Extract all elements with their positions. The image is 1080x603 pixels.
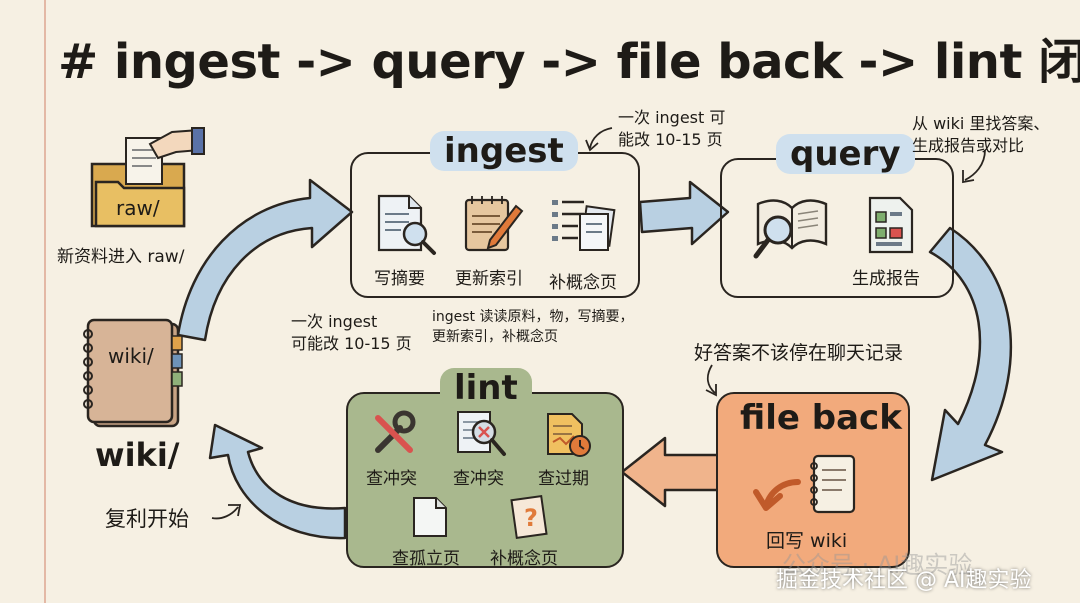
wiki-note: 复利开始 — [105, 507, 189, 531]
ingest-item-label-3: 补概念页 — [549, 273, 617, 293]
lint-item-label-4: 查孤立页 — [392, 549, 460, 569]
lint-item-label-5: 补概念页 — [490, 549, 558, 569]
fileback-title: file back — [740, 398, 902, 438]
query-item-label-2: 生成报告 — [852, 269, 920, 289]
arrow-ingest-to-query — [638, 180, 730, 246]
tools-icon — [370, 410, 418, 458]
lint-title: lint — [440, 368, 532, 408]
notebook-margin-line — [44, 0, 46, 603]
arrow-fileback-to-lint — [620, 436, 722, 508]
ingest-note-left-1: 一次 ingest — [291, 312, 378, 331]
report-icon — [866, 194, 918, 256]
doc-magnifier-icon — [454, 408, 510, 460]
svg-text:?: ? — [524, 504, 538, 532]
ingest-item-label-2: 更新索引 — [455, 269, 523, 289]
doc-search-icon — [373, 192, 439, 256]
note-arrow-fileback — [705, 364, 717, 397]
note-arrow-query — [962, 149, 986, 184]
arrow-lint-to-wiki — [208, 423, 347, 540]
page-title: # ingest -> query -> file back -> lint 闭… — [58, 34, 1080, 90]
book-magnifier-icon — [752, 194, 832, 262]
ingest-item-label-1: 写摘要 — [374, 269, 425, 289]
note-arrow-ingest-top — [585, 127, 613, 152]
fileback-item-label: 回写 wiki — [766, 530, 848, 552]
arrow-query-to-fileback — [928, 226, 1013, 482]
query-note-2: 生成报告或对比 — [912, 136, 1025, 155]
watermark: 掘金技术社区 @ AI趣实验 — [776, 568, 1032, 593]
list-docs-icon — [548, 194, 620, 256]
ingest-note-left-2: 可能改 10-15 页 — [291, 334, 412, 353]
wiki-notebook-label: wiki/ — [108, 344, 154, 368]
query-title: query — [776, 134, 915, 174]
ingest-note-bottom-2: 更新索引，补概念页 — [432, 329, 558, 345]
lint-item-label-2: 查冲突 — [453, 469, 504, 489]
return-arrow-notebook-icon — [752, 452, 862, 524]
raw-folder-icon — [88, 126, 208, 236]
note-arrow-wiki — [211, 504, 242, 520]
ingest-title: ingest — [430, 131, 578, 171]
ingest-note-top-1: 一次 ingest 可 — [618, 108, 726, 127]
lint-item-label-1: 查冲突 — [366, 469, 417, 489]
wiki-caption: wiki/ — [95, 436, 180, 474]
ingest-note-top-2: 能改 10-15 页 — [618, 130, 723, 149]
raw-caption: 新资料进入 raw/ — [57, 247, 185, 267]
raw-folder-label: raw/ — [116, 196, 160, 220]
wiki-notebook-icon — [80, 318, 190, 430]
blank-page-icon — [410, 494, 450, 540]
doc-clock-icon — [544, 410, 594, 460]
watermark-ghost: 公众号 · AI趣实验 — [782, 551, 973, 579]
arrow-wiki-to-ingest — [176, 178, 354, 342]
question-page-icon: ? — [508, 494, 552, 540]
fileback-note: 好答案不该停在聊天记录 — [694, 342, 904, 364]
lint-item-label-3: 查过期 — [538, 469, 589, 489]
ingest-note-bottom-1: ingest 读读原料，物，写摘要， — [432, 309, 634, 325]
query-note-1: 从 wiki 里找答案、 — [912, 114, 1050, 133]
notepad-pencil-icon — [462, 194, 526, 254]
